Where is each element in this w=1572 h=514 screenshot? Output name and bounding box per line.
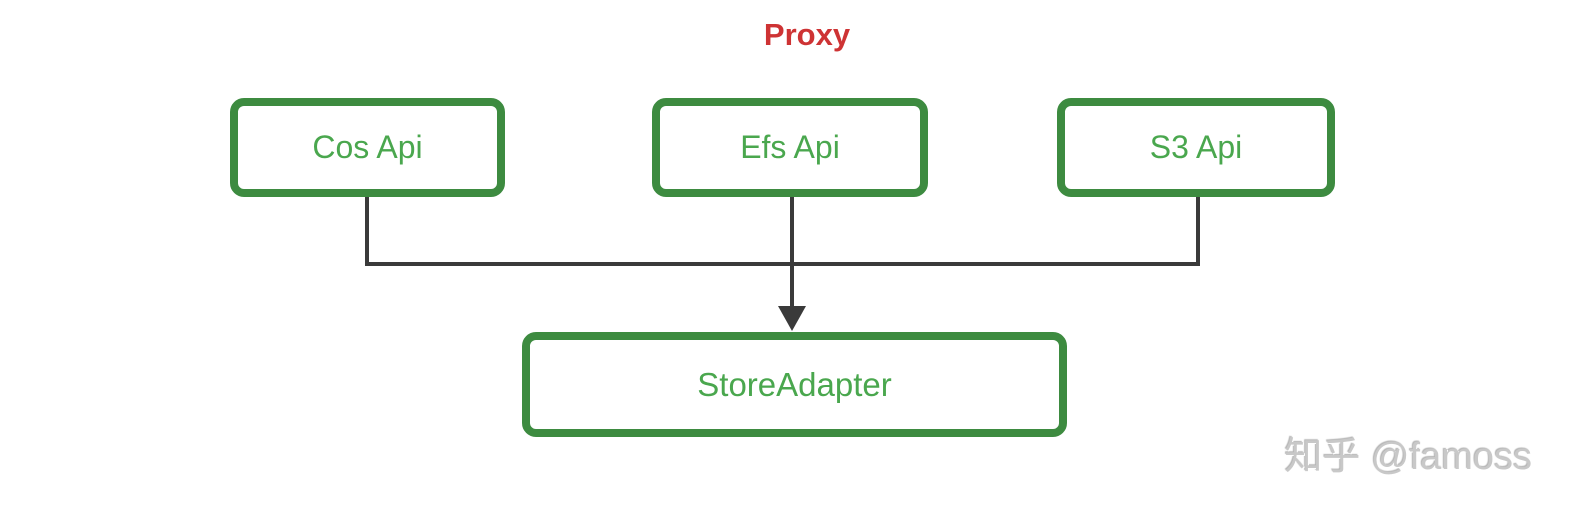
- node-store-adapter-label: StoreAdapter: [697, 365, 892, 403]
- arrowhead-icon: [778, 306, 806, 331]
- connector-cos-to-bus: [365, 197, 369, 266]
- node-s3-api-label: S3 Api: [1149, 129, 1243, 165]
- connector-bus-line: [365, 262, 1200, 266]
- watermark: 知乎 @famoss: [1284, 436, 1532, 478]
- connector-s3-to-bus: [1196, 197, 1200, 266]
- connector-efs-to-store: [790, 197, 794, 309]
- node-cos-api-label: Cos Api: [312, 129, 423, 165]
- node-cos-api: Cos Api: [230, 98, 505, 197]
- diagram-title: Proxy: [763, 17, 851, 52]
- node-efs-api-label: Efs Api: [740, 129, 840, 165]
- node-s3-api: S3 Api: [1057, 98, 1335, 197]
- node-efs-api: Efs Api: [652, 98, 928, 197]
- node-store-adapter: StoreAdapter: [522, 332, 1067, 437]
